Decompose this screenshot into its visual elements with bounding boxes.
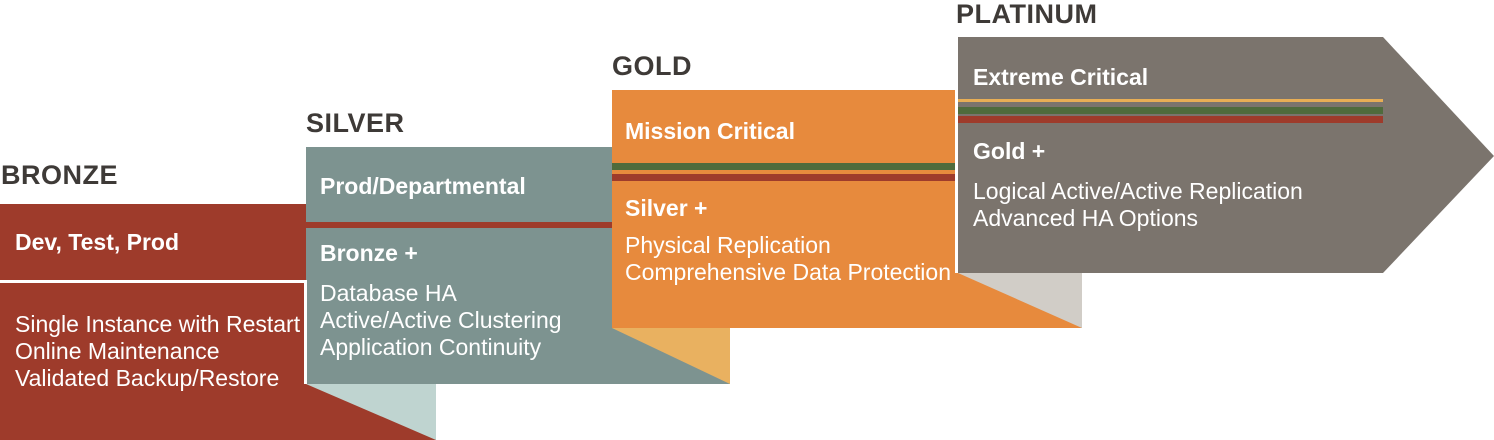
platinum-feature-line: Logical Active/Active Replication [973,178,1303,204]
silver-feature-line: Application Continuity [320,334,542,360]
silver-separator-red [306,222,730,228]
gold-feature-line: Comprehensive Data Protection [625,259,951,285]
bronze-silver-gap [304,280,307,384]
gold-feature-line: Physical Replication [625,232,831,258]
platinum-fold [958,273,1082,328]
silver-workload: Prod/Departmental [320,173,526,199]
gold-platinum-gap [955,90,958,273]
silver-fold [306,384,436,440]
bronze-title: BRONZE [1,160,118,190]
platinum-separator-gold [958,99,1383,102]
bronze-feature-line: Online Maintenance [15,338,220,364]
platinum-feature-line: Advanced HA Options [973,205,1199,231]
bronze-separator-white [0,280,436,283]
bronze-feature-line: Single Instance with Restart [15,311,301,337]
platinum-base-label: Gold + [973,138,1046,164]
gold-separator-green [612,163,1082,170]
platinum-features: Logical Active/Active Replication Advanc… [973,178,1303,232]
gold-workload: Mission Critical [625,118,795,144]
bronze-feature-line: Validated Backup/Restore [15,365,280,391]
gold-base-label: Silver + [625,195,708,221]
silver-title: SILVER [306,108,405,138]
silver-feature-line: Database HA [320,280,457,306]
silver-feature-line: Active/Active Clustering [320,307,562,333]
platinum-separator-green [958,107,1383,114]
platinum-arrow-panel [958,37,1494,273]
bronze-workload: Dev, Test, Prod [15,229,180,255]
gold-features: Physical Replication Comprehensive Data … [625,232,951,286]
bronze-features: Single Instance with Restart Online Main… [15,311,300,392]
gold-title: GOLD [612,51,692,81]
platinum-workload: Extreme Critical [973,64,1149,90]
platinum-title: PLATINUM [956,0,1098,29]
gold-fold [612,328,730,384]
silver-base-label: Bronze + [320,240,418,266]
platinum-separator-red [958,116,1383,123]
silver-features: Database HA Active/Active Clustering App… [320,280,562,361]
gold-separator-red [612,174,1082,181]
